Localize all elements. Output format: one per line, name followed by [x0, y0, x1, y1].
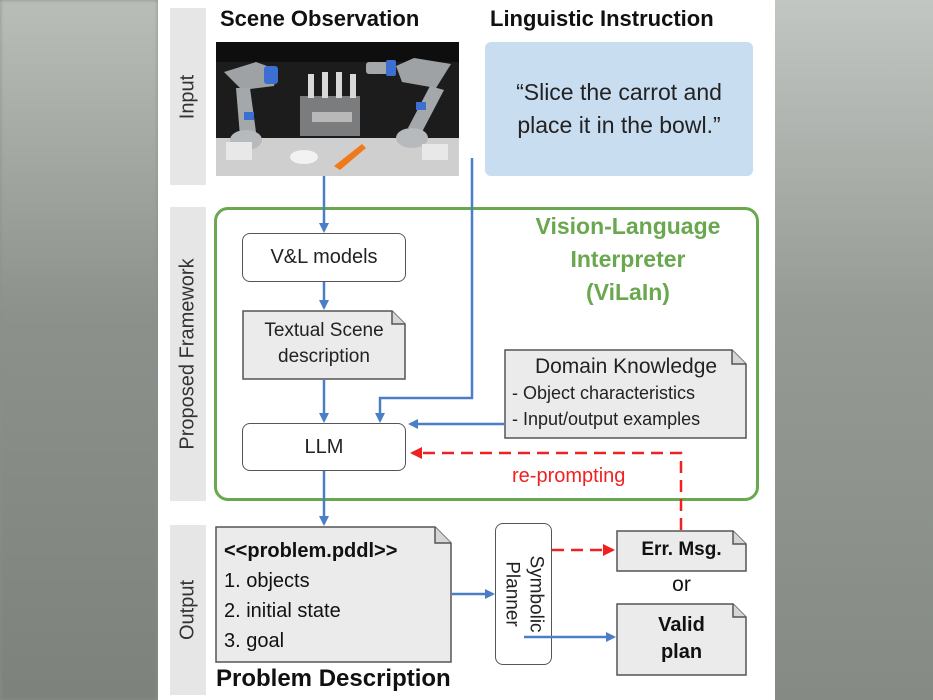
problem-pddl-header: <<problem.pddl>> — [224, 540, 398, 562]
output-section-bar: Output — [170, 525, 206, 695]
flow-arrows — [319, 158, 683, 642]
problem-pddl-doc-shape — [215, 526, 452, 663]
err-msg-doc-shape — [616, 530, 747, 572]
or-label: or — [672, 573, 691, 596]
scene-photo — [216, 42, 459, 176]
background-right — [775, 0, 933, 700]
vilain-title-line-2: Interpreter — [570, 246, 686, 272]
symbolic-planner-box: Symbolic Planner — [495, 523, 552, 665]
problem-description-label: Problem Description — [216, 665, 451, 692]
instruction-box: “Slice the carrot and place it in the bo… — [485, 42, 753, 176]
domain-knowledge-doc-shape — [504, 349, 747, 439]
problem-item-initial-state: 2. initial state — [224, 600, 341, 622]
valid-plan-text: Valid plan — [616, 612, 747, 666]
instruction-text: “Slice the carrot and place it in the bo… — [516, 76, 722, 142]
problem-pddl-text: <<problem.pddl>> 1. objects 2. initial s… — [224, 536, 449, 656]
input-section-bar: Input — [170, 8, 206, 185]
err-msg-label: Err. Msg. — [641, 539, 722, 560]
vilain-title: Vision-Language Interpreter (ViLaIn) — [498, 210, 758, 309]
domain-knowledge-title: Domain Knowledge — [534, 355, 718, 378]
instruction-line-1: “Slice the carrot and — [516, 79, 722, 105]
domain-knowledge-item-2: - Input/output examples — [512, 409, 701, 429]
textual-scene-doc-shape — [242, 310, 406, 380]
valid-plan-line-1: Valid — [658, 614, 705, 636]
domain-knowledge-text: Domain Knowledge - Object characteristic… — [508, 354, 744, 432]
arrow-reprompting — [410, 447, 683, 530]
valid-plan-line-2: plan — [660, 641, 703, 663]
llm-box: LLM — [242, 423, 406, 471]
valid-plan-doc-shape — [616, 603, 747, 676]
robot-arm-right — [366, 58, 451, 148]
scene-observation-header: Scene Observation — [220, 6, 420, 31]
textual-scene-line-2: description — [278, 346, 370, 367]
vilain-title-line-3: (ViLaIn) — [586, 279, 670, 305]
linguistic-instruction-header: Linguistic Instruction — [490, 6, 714, 31]
vl-models-box: V&L models — [242, 233, 406, 282]
textual-scene-line-1: Textual Scene — [264, 320, 384, 341]
vl-models-label: V&L models — [270, 246, 378, 268]
reprompting-label: re-prompting — [512, 465, 626, 487]
framework-section-bar: Proposed Framework — [170, 207, 206, 501]
problem-item-goal: 3. goal — [224, 630, 285, 652]
arrow-instruction-to-llm — [375, 158, 474, 423]
background-left — [0, 0, 158, 700]
instruction-line-2: place it in the bowl.” — [517, 112, 721, 138]
textual-scene-text: Textual Scene description — [242, 318, 406, 370]
figure-page: Input Proposed Framework Output Scene Ob… — [158, 0, 775, 700]
problem-item-objects: 1. objects — [224, 570, 310, 592]
llm-label: LLM — [304, 435, 344, 458]
vilain-title-line-1: Vision-Language — [535, 213, 721, 239]
vilain-frame — [214, 207, 759, 501]
domain-knowledge-item-1: - Object characteristics — [512, 383, 696, 403]
